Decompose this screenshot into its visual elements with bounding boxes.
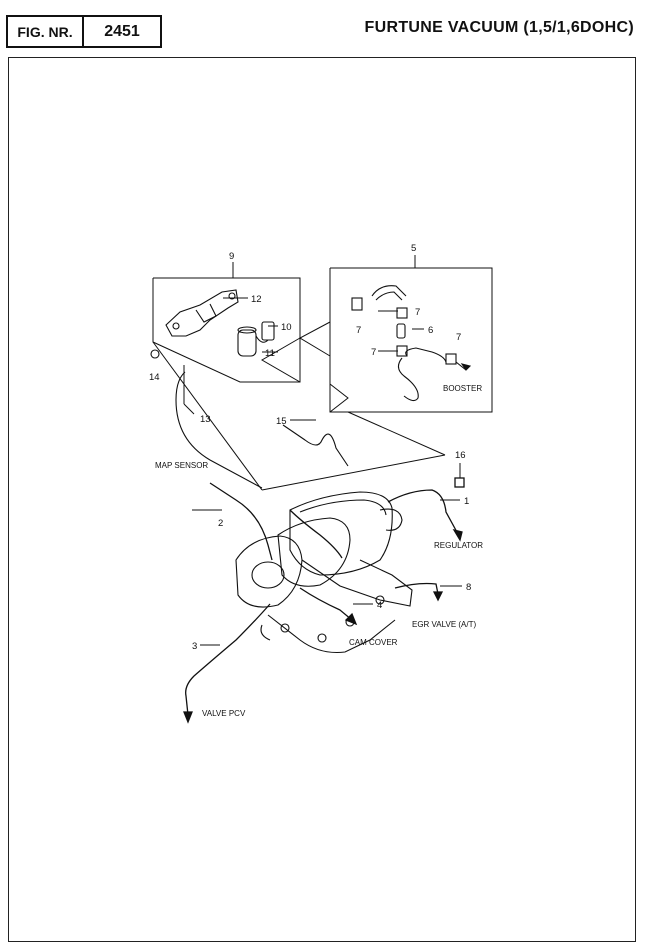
- check-valve-6-icon: [397, 324, 405, 338]
- hose-5a-icon: [372, 286, 406, 296]
- hose-13-icon: [176, 372, 262, 488]
- label-egr-valve: EGR VALVE (A/T): [412, 620, 476, 629]
- hose-5b-icon: [398, 358, 418, 401]
- sensor-bracket-assembly: [151, 290, 348, 488]
- break-line-right: [330, 384, 348, 412]
- hose-4-icon: [300, 588, 352, 620]
- callout-7d: 7: [456, 332, 461, 343]
- leader-5b: [262, 455, 445, 490]
- label-regulator: REGULATOR: [434, 541, 483, 550]
- callout-3: 3: [192, 641, 197, 652]
- break-line-left: [262, 338, 300, 382]
- group-9-box: [153, 278, 300, 382]
- clamp-7a-icon: [352, 298, 362, 310]
- callout-7c: 7: [371, 347, 376, 358]
- label-map-sensor: MAP SENSOR: [155, 461, 208, 470]
- external-hoses: [184, 478, 464, 722]
- connector-10-icon: [262, 322, 274, 340]
- callout-16: 16: [455, 450, 466, 461]
- callout-13: 13: [200, 414, 211, 425]
- hose-3-icon: [186, 604, 270, 715]
- label-valve-pcv: VALVE PCV: [202, 709, 246, 718]
- callout-1: 1: [464, 496, 469, 507]
- clamp-16-icon: [455, 478, 464, 487]
- callout-14: 14: [149, 372, 160, 383]
- hose-8-icon: [395, 584, 438, 595]
- callout-5: 5: [411, 243, 416, 254]
- callout-9: 9: [229, 251, 234, 262]
- callout-4: 4: [377, 600, 382, 611]
- engine-intake-manifold: [236, 492, 412, 653]
- leader-5: [348, 412, 445, 455]
- clip-14-icon: [151, 350, 159, 358]
- callout-11: 11: [265, 348, 275, 359]
- label-booster: BOOSTER: [443, 384, 482, 393]
- callout-15: 15: [276, 416, 287, 427]
- callout-7b: 7: [415, 307, 420, 318]
- hose-15-icon: [283, 425, 348, 466]
- clamp-7d-icon: [446, 354, 456, 364]
- solenoid-11-icon: [238, 330, 256, 356]
- callout-6: 6: [428, 325, 433, 336]
- callout-7a: 7: [356, 325, 361, 336]
- label-cam-cover: CAM COVER: [349, 638, 398, 647]
- callout-2: 2: [218, 518, 223, 529]
- clamp-7b-icon: [397, 308, 407, 318]
- callout-12: 12: [251, 294, 262, 305]
- break-line-mid: [300, 322, 330, 356]
- callout-8: 8: [466, 582, 471, 593]
- callout-10: 10: [281, 322, 292, 333]
